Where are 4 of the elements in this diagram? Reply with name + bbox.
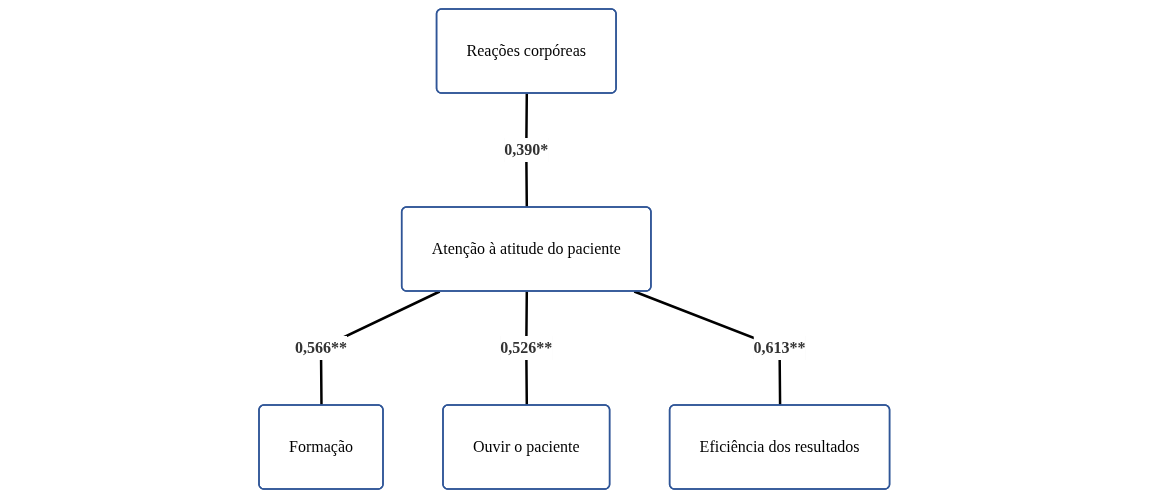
- edge-label: 0,613**: [753, 338, 806, 356]
- edge-label: 0,390*: [504, 140, 549, 158]
- edge-label: 0,526**: [500, 338, 553, 356]
- edge-label: 0,566**: [295, 338, 348, 356]
